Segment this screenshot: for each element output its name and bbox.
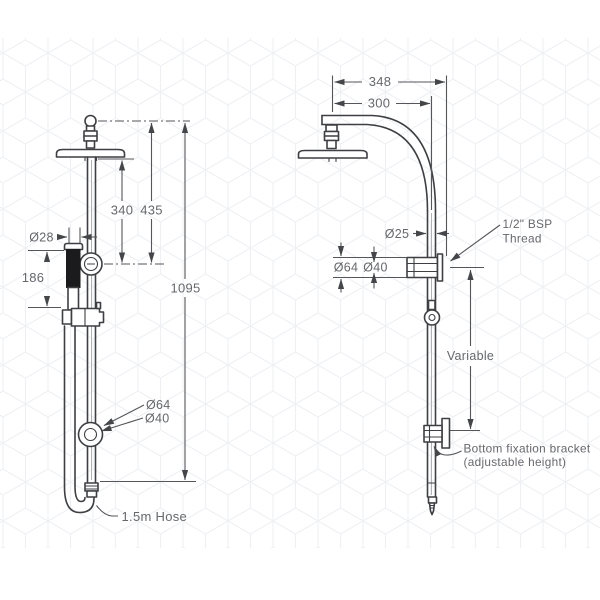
dimension-435: 435 — [140, 122, 163, 263]
dim-label-348: 348 — [369, 74, 392, 89]
bsp-thread-callout: 1/2" BSP Thread — [450, 217, 553, 262]
inlet-bracket-side — [406, 253, 444, 282]
dimension-variable: Variable — [447, 266, 494, 432]
inlet-elbow-front — [79, 252, 103, 276]
shower-hose — [63, 325, 95, 514]
rail-tip — [427, 496, 438, 516]
bottom-bracket-side — [423, 417, 451, 449]
dim-label-dia25: Ø25 — [385, 227, 410, 241]
inlet-diameter-dimensions: Ø64 Ø40 — [333, 242, 407, 293]
dim-label-435: 435 — [140, 203, 163, 218]
dim-label-dia40-side: Ø40 — [363, 261, 388, 275]
dim-label-dia64-side: Ø64 — [334, 261, 359, 275]
dimension-340: 340 — [111, 160, 134, 263]
hand-shower — [63, 242, 84, 311]
bsp-label-line2: Thread — [503, 232, 542, 246]
overhead-shower-front — [55, 114, 126, 162]
dim-label-340: 340 — [111, 203, 134, 218]
hand-shower-grip — [66, 249, 81, 288]
dimension-300: 300 — [334, 96, 433, 210]
dim-label-186: 186 — [22, 270, 45, 285]
dimension-dia28: Ø28 — [29, 227, 97, 245]
overhead-shower-side — [297, 124, 368, 163]
variable-label: Variable — [447, 349, 494, 363]
bracket-diameter-callouts: Ø64 Ø40 — [101, 398, 171, 432]
hose-label: 1.5m Hose — [122, 509, 188, 524]
bottom-bracket-label-line2: (adjustable height) — [464, 455, 567, 469]
dim-label-dia64-front: Ø64 — [146, 398, 171, 412]
curved-arm — [321, 114, 437, 212]
dim-label-dia28: Ø28 — [29, 231, 54, 245]
bottom-bracket-callout: Bottom fixation bracket (adjustable heig… — [433, 442, 591, 469]
dimension-dia25: Ø25 — [385, 227, 449, 241]
bottom-bracket-front — [77, 421, 104, 448]
dim-label-dia40-front: Ø40 — [145, 412, 170, 426]
hex-pattern-background — [0, 38, 600, 548]
rail-bottom-connector-front — [84, 482, 99, 498]
side-view-drawing: 348 300 Ø25 Ø64 Ø40 1/2" BSP — [297, 74, 591, 516]
slider-holder-front — [61, 301, 105, 327]
dimension-186: 186 — [22, 249, 64, 309]
front-view-drawing: 340 435 1095 Ø28 186 — [22, 114, 200, 524]
bottom-bracket-label-line1: Bottom fixation bracket — [464, 442, 591, 456]
dimension-1095: 1095 — [170, 122, 200, 481]
slider-holder-side — [423, 299, 441, 326]
dimension-348: 348 — [331, 74, 448, 256]
hose-callout: 1.5m Hose — [96, 505, 188, 524]
bsp-label-line1: 1/2" BSP — [503, 217, 553, 231]
dim-label-1095: 1095 — [170, 281, 200, 296]
dim-label-300: 300 — [368, 96, 391, 111]
